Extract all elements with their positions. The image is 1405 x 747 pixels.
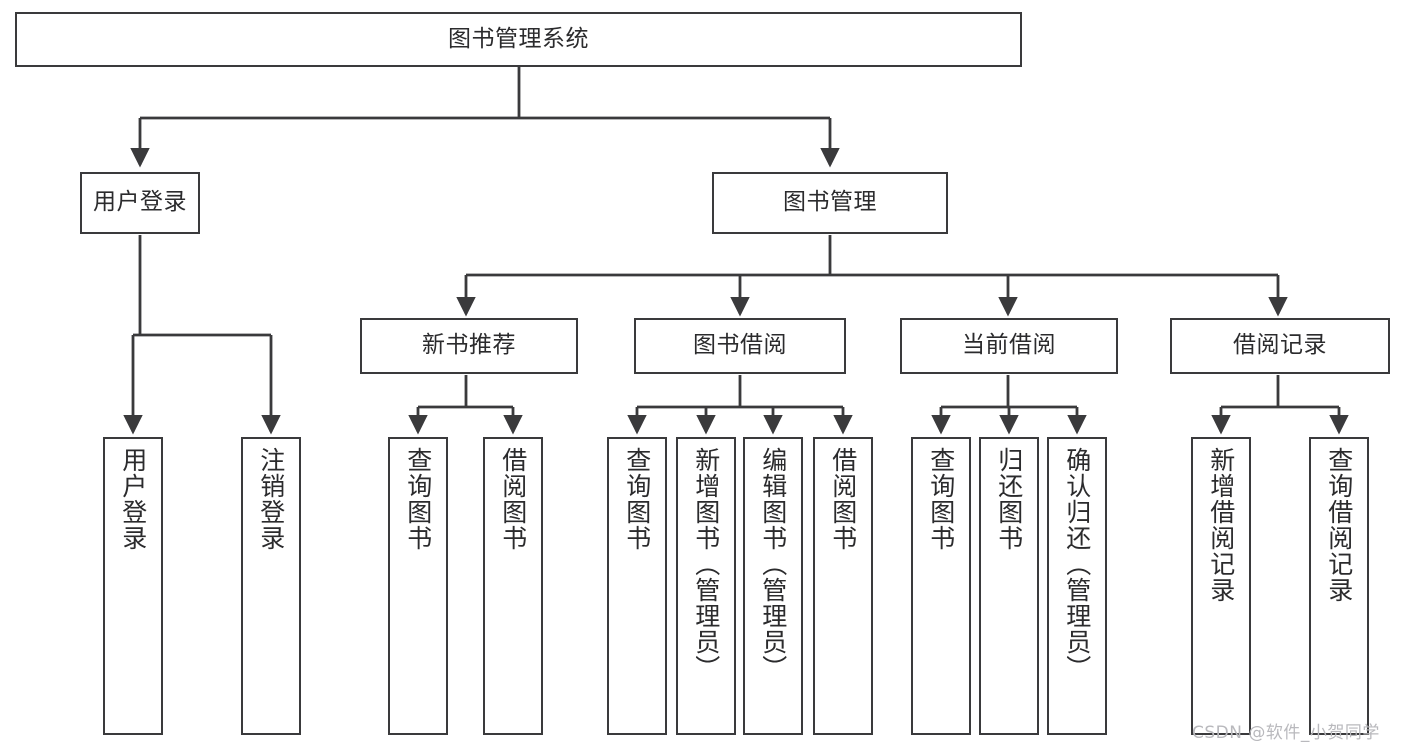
node-label: 借阅图书 — [498, 447, 528, 551]
leaf-query-book-borrow[interactable]: 查询图书 — [607, 437, 667, 735]
node-label: 用户登录 — [118, 447, 148, 551]
node-label: 查询图书 — [403, 447, 433, 551]
node-label: 借阅记录 — [1233, 332, 1327, 359]
node-label: 用户登录 — [93, 189, 187, 216]
leaf-edit-book-admin[interactable]: 编辑图书（管理员） — [743, 437, 803, 735]
node-label: 编辑图书（管理员） — [758, 447, 788, 681]
leaf-confirm-return-admin[interactable]: 确认归还（管理员） — [1047, 437, 1107, 735]
node-label: 图书管理 — [783, 189, 877, 216]
node-label: 确认归还（管理员） — [1062, 447, 1092, 681]
leaf-query-book-recommend[interactable]: 查询图书 — [388, 437, 448, 735]
node-label: 归还图书 — [994, 447, 1024, 551]
leaf-return-book[interactable]: 归还图书 — [979, 437, 1039, 735]
node-book-borrow[interactable]: 图书借阅 — [634, 318, 846, 374]
node-label: 查询图书 — [622, 447, 652, 551]
node-current-borrow[interactable]: 当前借阅 — [900, 318, 1118, 374]
node-label: 查询借阅记录 — [1324, 447, 1354, 603]
node-label: 图书管理系统 — [448, 25, 589, 52]
leaf-borrow-book[interactable]: 借阅图书 — [813, 437, 873, 735]
node-label: 新书推荐 — [422, 332, 516, 359]
node-borrow-record[interactable]: 借阅记录 — [1170, 318, 1390, 374]
node-label: 当前借阅 — [962, 332, 1056, 359]
node-book-management[interactable]: 图书管理 — [712, 172, 948, 234]
leaf-add-book-admin[interactable]: 新增图书（管理员） — [676, 437, 736, 735]
node-new-book-recommend[interactable]: 新书推荐 — [360, 318, 578, 374]
leaf-logout[interactable]: 注销登录 — [241, 437, 301, 735]
leaf-user-login[interactable]: 用户登录 — [103, 437, 163, 735]
leaf-query-book-current[interactable]: 查询图书 — [911, 437, 971, 735]
node-label: 借阅图书 — [828, 447, 858, 551]
node-label: 新增借阅记录 — [1206, 447, 1236, 603]
leaf-add-borrow-record[interactable]: 新增借阅记录 — [1191, 437, 1251, 735]
node-label: 注销登录 — [256, 447, 286, 551]
node-label: 新增图书（管理员） — [691, 447, 721, 681]
node-user-login[interactable]: 用户登录 — [80, 172, 200, 234]
leaf-borrow-book-recommend[interactable]: 借阅图书 — [483, 437, 543, 735]
leaf-query-borrow-record[interactable]: 查询借阅记录 — [1309, 437, 1369, 735]
node-label: 查询图书 — [926, 447, 956, 551]
node-root-system[interactable]: 图书管理系统 — [15, 12, 1022, 67]
node-label: 图书借阅 — [693, 332, 787, 359]
csdn-watermark: CSDN @软件_小贺同学 — [1192, 723, 1380, 743]
